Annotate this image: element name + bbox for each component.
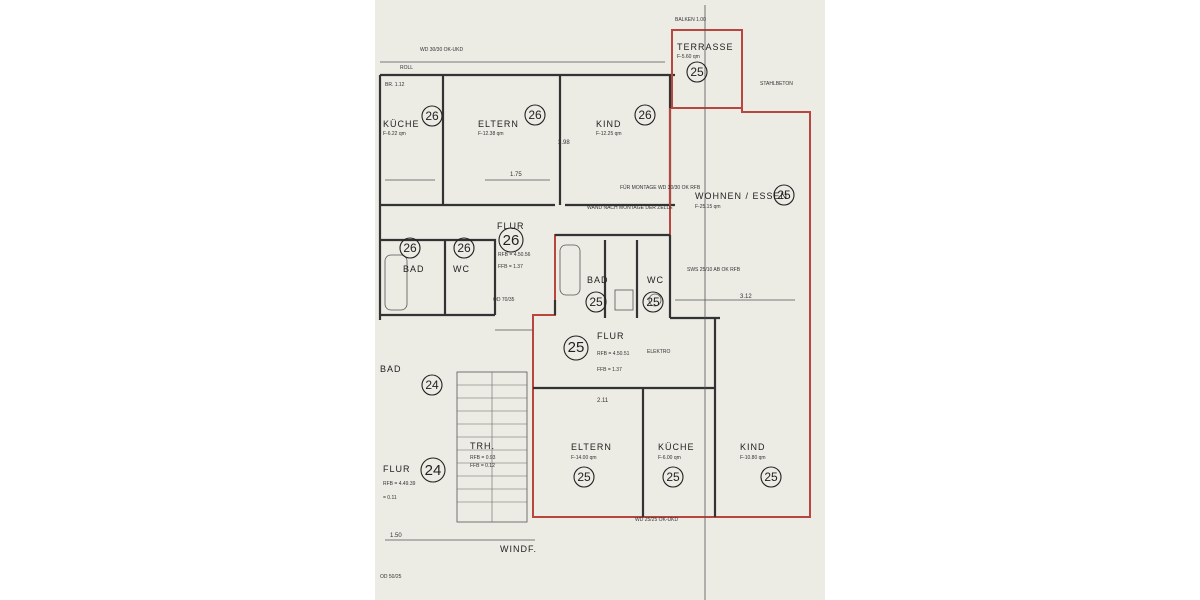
room-terrasse-25: TERRASSE [677,42,734,52]
room-kueche-25: KÜCHE [658,442,695,452]
area-terrasse-25: F-5.60 qm [677,54,700,60]
area-kind-25: F-10.80 qm [740,455,766,461]
room-flur-26: FLUR [497,221,525,231]
room-bad-25: BAD [587,275,609,285]
rfb-flur-26: RFB = 4.50.56 [498,252,531,258]
area-eltern-25: F-14.00 qm [571,455,597,461]
top-center-note: BALKEN 1.00 [675,17,706,23]
note-fuer-montage: FÜR MONTAGE WD 30/30 OK RFB [620,185,701,191]
room-number-terrasse-25: 25 [690,65,704,79]
top-left-note: WD 30/30 OK-UKD [420,47,464,53]
note-wd-25: WD 25/25 OK-UKD [635,517,679,523]
room-windfang: WINDF. [500,544,537,554]
rfb-trh: RFB = 0.93 [470,455,496,461]
note-elektro: ELEKTRO [647,349,671,355]
area-eltern-26: F-12.38 qm [478,131,504,137]
room-number-kind-26: 26 [638,108,652,122]
room-wohnen-25: WOHNEN / ESSEN [695,191,789,201]
floor-plan-drawing [378,5,811,600]
toilet-25 [648,293,662,307]
room-number-kueche-25: 25 [666,470,680,484]
ffb-trh: FFB = 0.12 [470,463,495,469]
room-number-bad-24: 24 [425,378,439,392]
room-number-kind-25: 25 [764,470,778,484]
area-wohnen-25: F-25.15 qm [695,204,721,210]
area-kueche-25: F-6.00 qm [658,455,681,461]
note-od-50: OD 50/25 [380,574,402,580]
room-number-circles [399,61,795,488]
dimension-lines [380,5,795,600]
dim-150: 1.50 [390,533,402,539]
dim-312: 3.12 [740,294,752,300]
terrace-outline [671,29,743,109]
room-eltern-26: ELTERN [478,119,519,129]
wall-lines-wc-upper [380,238,497,317]
room-number-flur-25: 25 [567,339,585,356]
dim-398: 3.98 [558,140,570,146]
room-wc-26: WC [453,264,470,274]
stahl-label: STAHLBETON [760,81,793,87]
room-kind-25: KIND [740,442,766,452]
room-eltern-25: ELTERN [571,442,612,452]
room-number-eltern-25: 25 [577,470,591,484]
room-number-flur-24: 24 [424,462,442,479]
wall-lines-apartment-25 [533,233,720,517]
room-bad-24: BAD [380,364,402,374]
area-kind-26: F-12.25 qm [596,131,622,137]
br-label: BR. 1.12 [385,82,405,88]
room-number-eltern-26: 26 [528,108,542,122]
ffb-flur-25: FFB = 1.37 [597,367,622,373]
room-kind-26: KIND [596,119,622,129]
room-number-bad-26: 26 [403,241,417,255]
room-flur-25: FLUR [597,331,625,341]
room-bad-26: BAD [403,264,425,274]
sink-25 [614,289,634,311]
room-number-kueche-26: 26 [425,109,439,123]
note-od-70: OD 70/35 [493,297,515,303]
rfb-flur-24: RFB = 4.49.39 [383,481,416,487]
roll-label: ROLL [400,65,414,71]
area-kueche-26: F-6.22 qm [383,131,406,137]
room-number-wc-25: 25 [646,295,660,309]
room-trh: TRH. [470,441,495,451]
floor-plan-sheet: WD 30/30 OK-UKD BALKEN 1.00 ROLL BR. 1.1… [375,0,825,600]
rfb-flur-25: RFB = 4.50.51 [597,351,630,357]
room-wc-25: WC [647,275,664,285]
room-kueche-26: KÜCHE [383,119,420,129]
dim-211: 2.11 [597,398,609,404]
bathtub-25 [559,244,581,296]
note-wand-montage: WAND NACH MONTAGE DER ZELLE [587,205,673,211]
ffb-flur-26: FFB = 1.37 [498,264,523,270]
stair-treads [456,371,528,523]
room-number-bad-25: 25 [589,295,603,309]
note-sws: SWS 25/10 AB OK RFB [687,267,741,273]
room-number-wc-26: 26 [457,241,471,255]
room-number-wohnen-25: 25 [777,188,791,202]
ffb-flur-24: = 0.11 [383,495,397,501]
bathtub-upper [384,254,408,311]
room-number-flur-26: 26 [502,232,520,249]
room-flur-24: FLUR [383,464,411,474]
dim-175: 1.75 [510,172,522,178]
